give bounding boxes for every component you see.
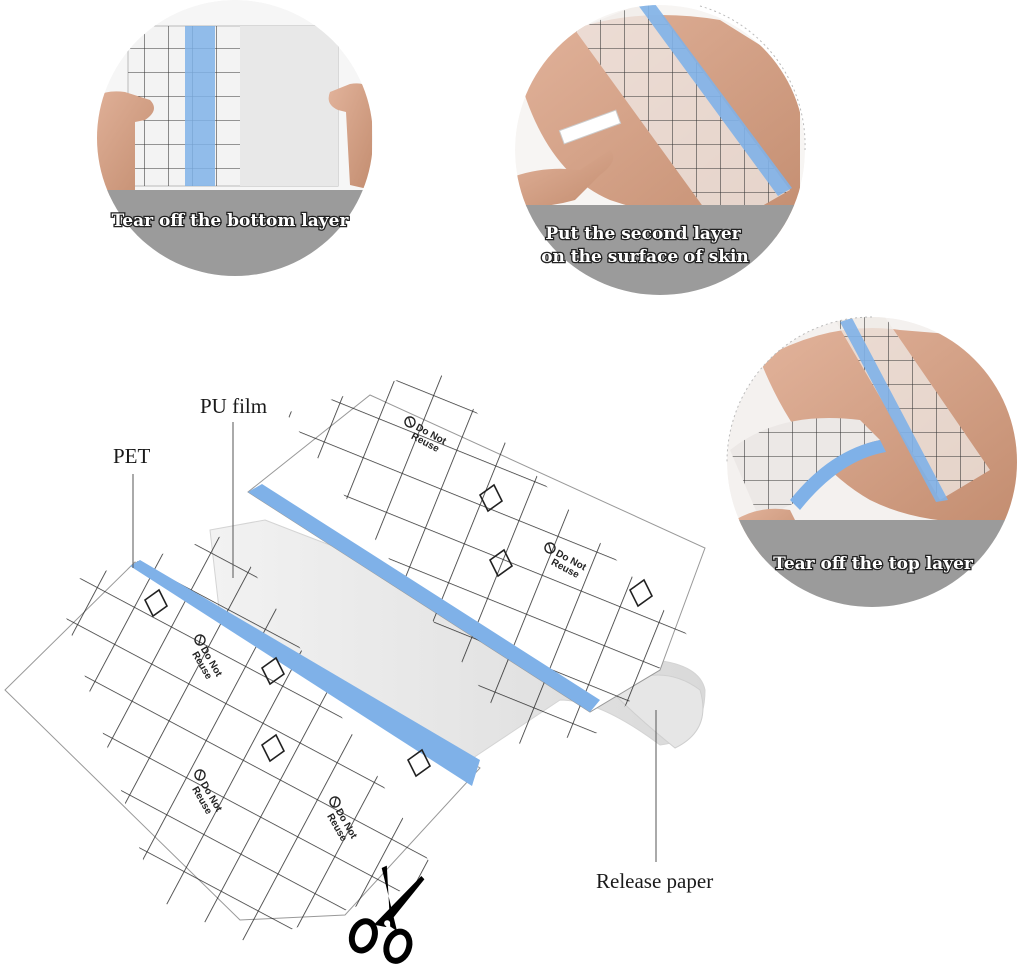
pu-film-label: PU film xyxy=(200,394,267,418)
step-3-circle-edge xyxy=(726,316,873,463)
step-2-circle xyxy=(515,5,805,295)
pu-film-left-sheet xyxy=(4,533,481,944)
release-paper-label: Release paper xyxy=(596,869,713,893)
step-2-circle-edge xyxy=(699,5,806,151)
step-2-caption-line1: Put the second layer xyxy=(545,224,741,244)
step-1-caption: Tear off the bottom layer xyxy=(112,211,350,231)
step-1-circle xyxy=(97,0,373,276)
step-2-caption-line2: on the surface of skin xyxy=(541,247,749,267)
pu-film-right-sheet xyxy=(247,368,706,746)
step-3-circle xyxy=(727,317,1017,607)
pet-blue-strip-right xyxy=(248,484,600,712)
bandage-icon xyxy=(143,483,654,778)
step-3-caption: Tear off the top layer xyxy=(773,554,974,574)
pet-blue-strip-left xyxy=(130,560,480,786)
pet-label: PET xyxy=(113,444,151,468)
scissors-icon xyxy=(348,865,425,964)
